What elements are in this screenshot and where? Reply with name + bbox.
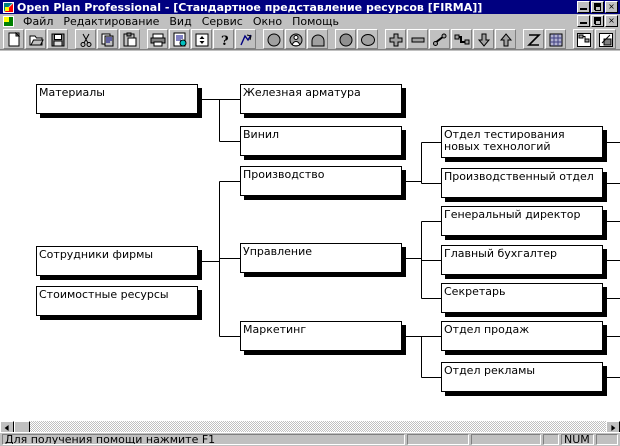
status-panel-2	[407, 434, 469, 445]
save-icon[interactable]	[47, 28, 68, 49]
menu-bar: Файл Редактирование Вид Сервис Окно Помо…	[0, 14, 620, 28]
document-icon[interactable]	[3, 15, 14, 27]
diagram-canvas[interactable]: Материалы Железная арматура Винил Отдел …	[0, 51, 620, 420]
app-icon	[3, 1, 14, 13]
resource-person-icon[interactable]	[285, 28, 306, 49]
window-controls: ×	[577, 1, 618, 13]
mdi-minimize-button[interactable]	[577, 15, 590, 27]
node-label: Секретарь	[444, 285, 506, 298]
node-sotrudniki-firmy[interactable]: Сотрудники фирмы	[36, 246, 198, 276]
menu-item-file[interactable]: Файл	[23, 14, 54, 28]
window-title: Open Plan Professional - [Стандартное пр…	[17, 0, 483, 14]
node-label: Управление	[243, 245, 313, 258]
mdi-restore-button[interactable]	[591, 15, 604, 27]
help-icon[interactable]: ?	[213, 28, 234, 49]
print-icon[interactable]	[147, 28, 168, 49]
status-panel-3	[471, 434, 541, 445]
node-proizvodstvo[interactable]: Производство	[240, 166, 402, 196]
toolbar: ?	[0, 28, 620, 50]
node-zheleznaya-armatura[interactable]: Железная арматура	[240, 84, 402, 114]
menu-item-window[interactable]: Окно	[252, 14, 283, 28]
node-proizvodstvennyy-otdel[interactable]: Производственный отдел	[441, 168, 603, 198]
menu-item-edit[interactable]: Редактирование	[63, 14, 160, 28]
cut-icon[interactable]	[75, 28, 96, 49]
zoom-fit-icon[interactable]	[523, 28, 544, 49]
node-label: Маркетинг	[243, 323, 307, 336]
node-stoimostnye-resursy[interactable]: Стоимостные ресурсы	[36, 286, 198, 316]
node-label: Стоимостные ресурсы	[39, 288, 169, 301]
add-icon[interactable]	[385, 28, 406, 49]
unlink-icon[interactable]	[451, 28, 472, 49]
layout-icon[interactable]	[573, 28, 594, 49]
diagram-connectors	[198, 99, 620, 378]
move-down-icon[interactable]	[473, 28, 494, 49]
status-num-indicator: NUM	[561, 434, 594, 445]
node-label: Производственный отдел	[444, 170, 594, 183]
node-glavnyy-buhgalter[interactable]: Главный бухгалтер	[441, 245, 603, 275]
node-label: Материалы	[39, 86, 105, 99]
print-preview-icon[interactable]	[169, 28, 190, 49]
grid-icon[interactable]	[545, 28, 566, 49]
minimize-button[interactable]	[577, 1, 590, 13]
node-label: Отдел рекламы	[444, 364, 536, 377]
context-help-icon[interactable]	[235, 28, 256, 49]
title-bar: Open Plan Professional - [Стандартное пр…	[0, 0, 620, 14]
move-up-icon[interactable]	[495, 28, 516, 49]
menu-item-view[interactable]: Вид	[169, 14, 192, 28]
resource-oval-icon[interactable]	[357, 28, 378, 49]
copy-icon[interactable]	[97, 28, 118, 49]
resource-circle-icon[interactable]	[263, 28, 284, 49]
node-otdel-testirovaniya[interactable]: Отдел тестирования новых технологий	[441, 126, 603, 158]
mdi-close-button[interactable]: ×	[605, 15, 618, 27]
node-generalnyy-direktor[interactable]: Генеральный директор	[441, 206, 603, 236]
open-icon[interactable]	[25, 28, 46, 49]
node-marketing[interactable]: Маркетинг	[240, 321, 402, 351]
node-otdel-reklamy[interactable]: Отдел рекламы	[441, 362, 603, 392]
node-upravlenie[interactable]: Управление	[240, 243, 402, 273]
resource-shape-icon[interactable]	[307, 28, 328, 49]
resource-filled-icon[interactable]	[335, 28, 356, 49]
node-label: Генеральный директор	[444, 208, 581, 221]
scrollbar-track[interactable]	[30, 421, 606, 434]
status-panel-4	[543, 434, 559, 445]
menu-item-help[interactable]: Помощь	[292, 14, 339, 28]
node-label: Отдел тестирования новых технологий	[444, 128, 565, 153]
node-materialy[interactable]: Материалы	[36, 84, 198, 114]
node-label: Главный бухгалтер	[444, 247, 557, 260]
horizontal-scrollbar[interactable]	[0, 420, 620, 434]
link-icon[interactable]	[429, 28, 450, 49]
status-bar: Для получения помощи нажмите F1 NUM	[0, 432, 620, 446]
restore-button[interactable]	[591, 1, 604, 13]
mdi-child-controls: ×	[577, 15, 618, 27]
expand-icon[interactable]	[595, 28, 616, 49]
menu-item-tools[interactable]: Сервис	[201, 14, 243, 28]
node-otdel-prodazh[interactable]: Отдел продаж	[441, 321, 603, 351]
node-label: Сотрудники фирмы	[39, 248, 154, 261]
status-panel-6	[596, 434, 618, 445]
remove-icon[interactable]	[407, 28, 428, 49]
node-label: Отдел продаж	[444, 323, 530, 336]
new-icon[interactable]	[3, 28, 24, 49]
svg-text:?: ?	[221, 34, 229, 48]
close-button[interactable]: ×	[605, 1, 618, 13]
node-label: Производство	[243, 168, 325, 181]
properties-icon[interactable]	[191, 28, 212, 49]
node-label: Железная арматура	[243, 86, 361, 99]
node-sekretar[interactable]: Секретарь	[441, 283, 603, 313]
node-vinil[interactable]: Винил	[240, 126, 402, 156]
node-label: Винил	[243, 128, 280, 141]
paste-icon[interactable]	[119, 28, 140, 49]
status-hint: Для получения помощи нажмите F1	[2, 434, 405, 445]
